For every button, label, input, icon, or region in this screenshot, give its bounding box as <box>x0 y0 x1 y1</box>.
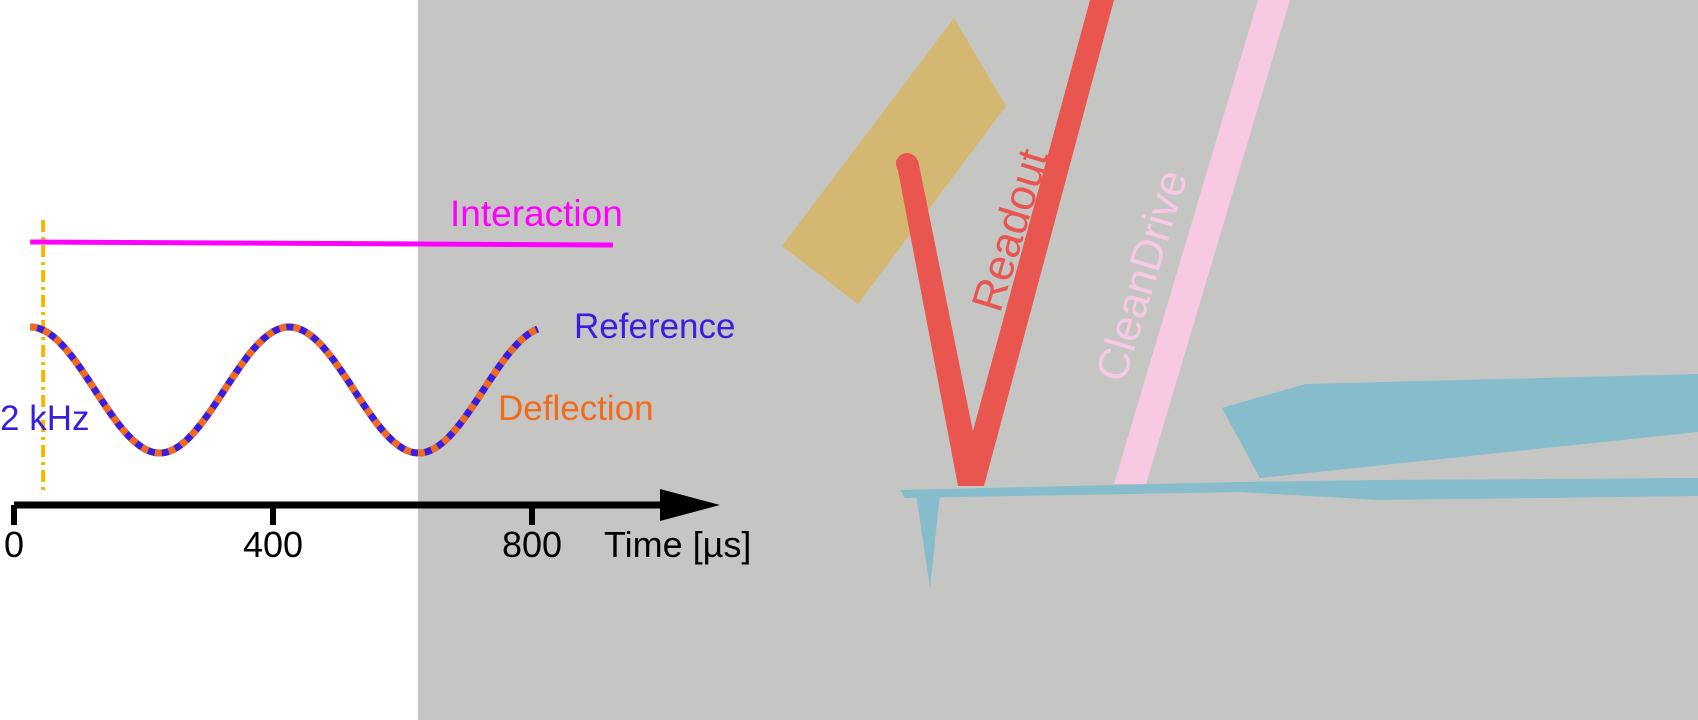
plot-panel-background <box>0 0 418 720</box>
readout-laser-reflected <box>896 160 984 486</box>
interaction-signal-line <box>30 239 613 248</box>
time-axis-arrowhead <box>660 489 720 521</box>
time-axis-tick-label: 800 <box>502 524 562 565</box>
cantilever-scene-background <box>418 0 1698 720</box>
time-axis-title: Time [µs] <box>604 524 751 565</box>
cantilever-chip-face <box>1222 384 1320 478</box>
deflection-label: Deflection <box>498 389 654 428</box>
time-axis-tick-label: 0 <box>4 524 24 565</box>
frequency-label: 2 kHz <box>0 399 89 438</box>
cantilever-beam <box>900 478 1698 500</box>
time-axis-tick-label: 400 <box>243 524 303 565</box>
readout-laser-spot <box>896 153 918 175</box>
signal-plot: Interaction Reference Deflection 2 kHz 0… <box>0 193 751 565</box>
cantilever-tip <box>916 494 940 588</box>
cantilever-chip-top <box>1222 374 1698 478</box>
reference-label: Reference <box>574 307 735 346</box>
time-axis: 0 400 800 Time [µs] <box>4 489 751 565</box>
deflection-waveform <box>30 323 540 457</box>
cleandrive-laser-beam <box>1114 0 1290 484</box>
readout-laser-incident <box>958 0 1114 486</box>
interaction-label: Interaction <box>450 193 623 234</box>
photodiode-patch <box>782 18 1006 304</box>
